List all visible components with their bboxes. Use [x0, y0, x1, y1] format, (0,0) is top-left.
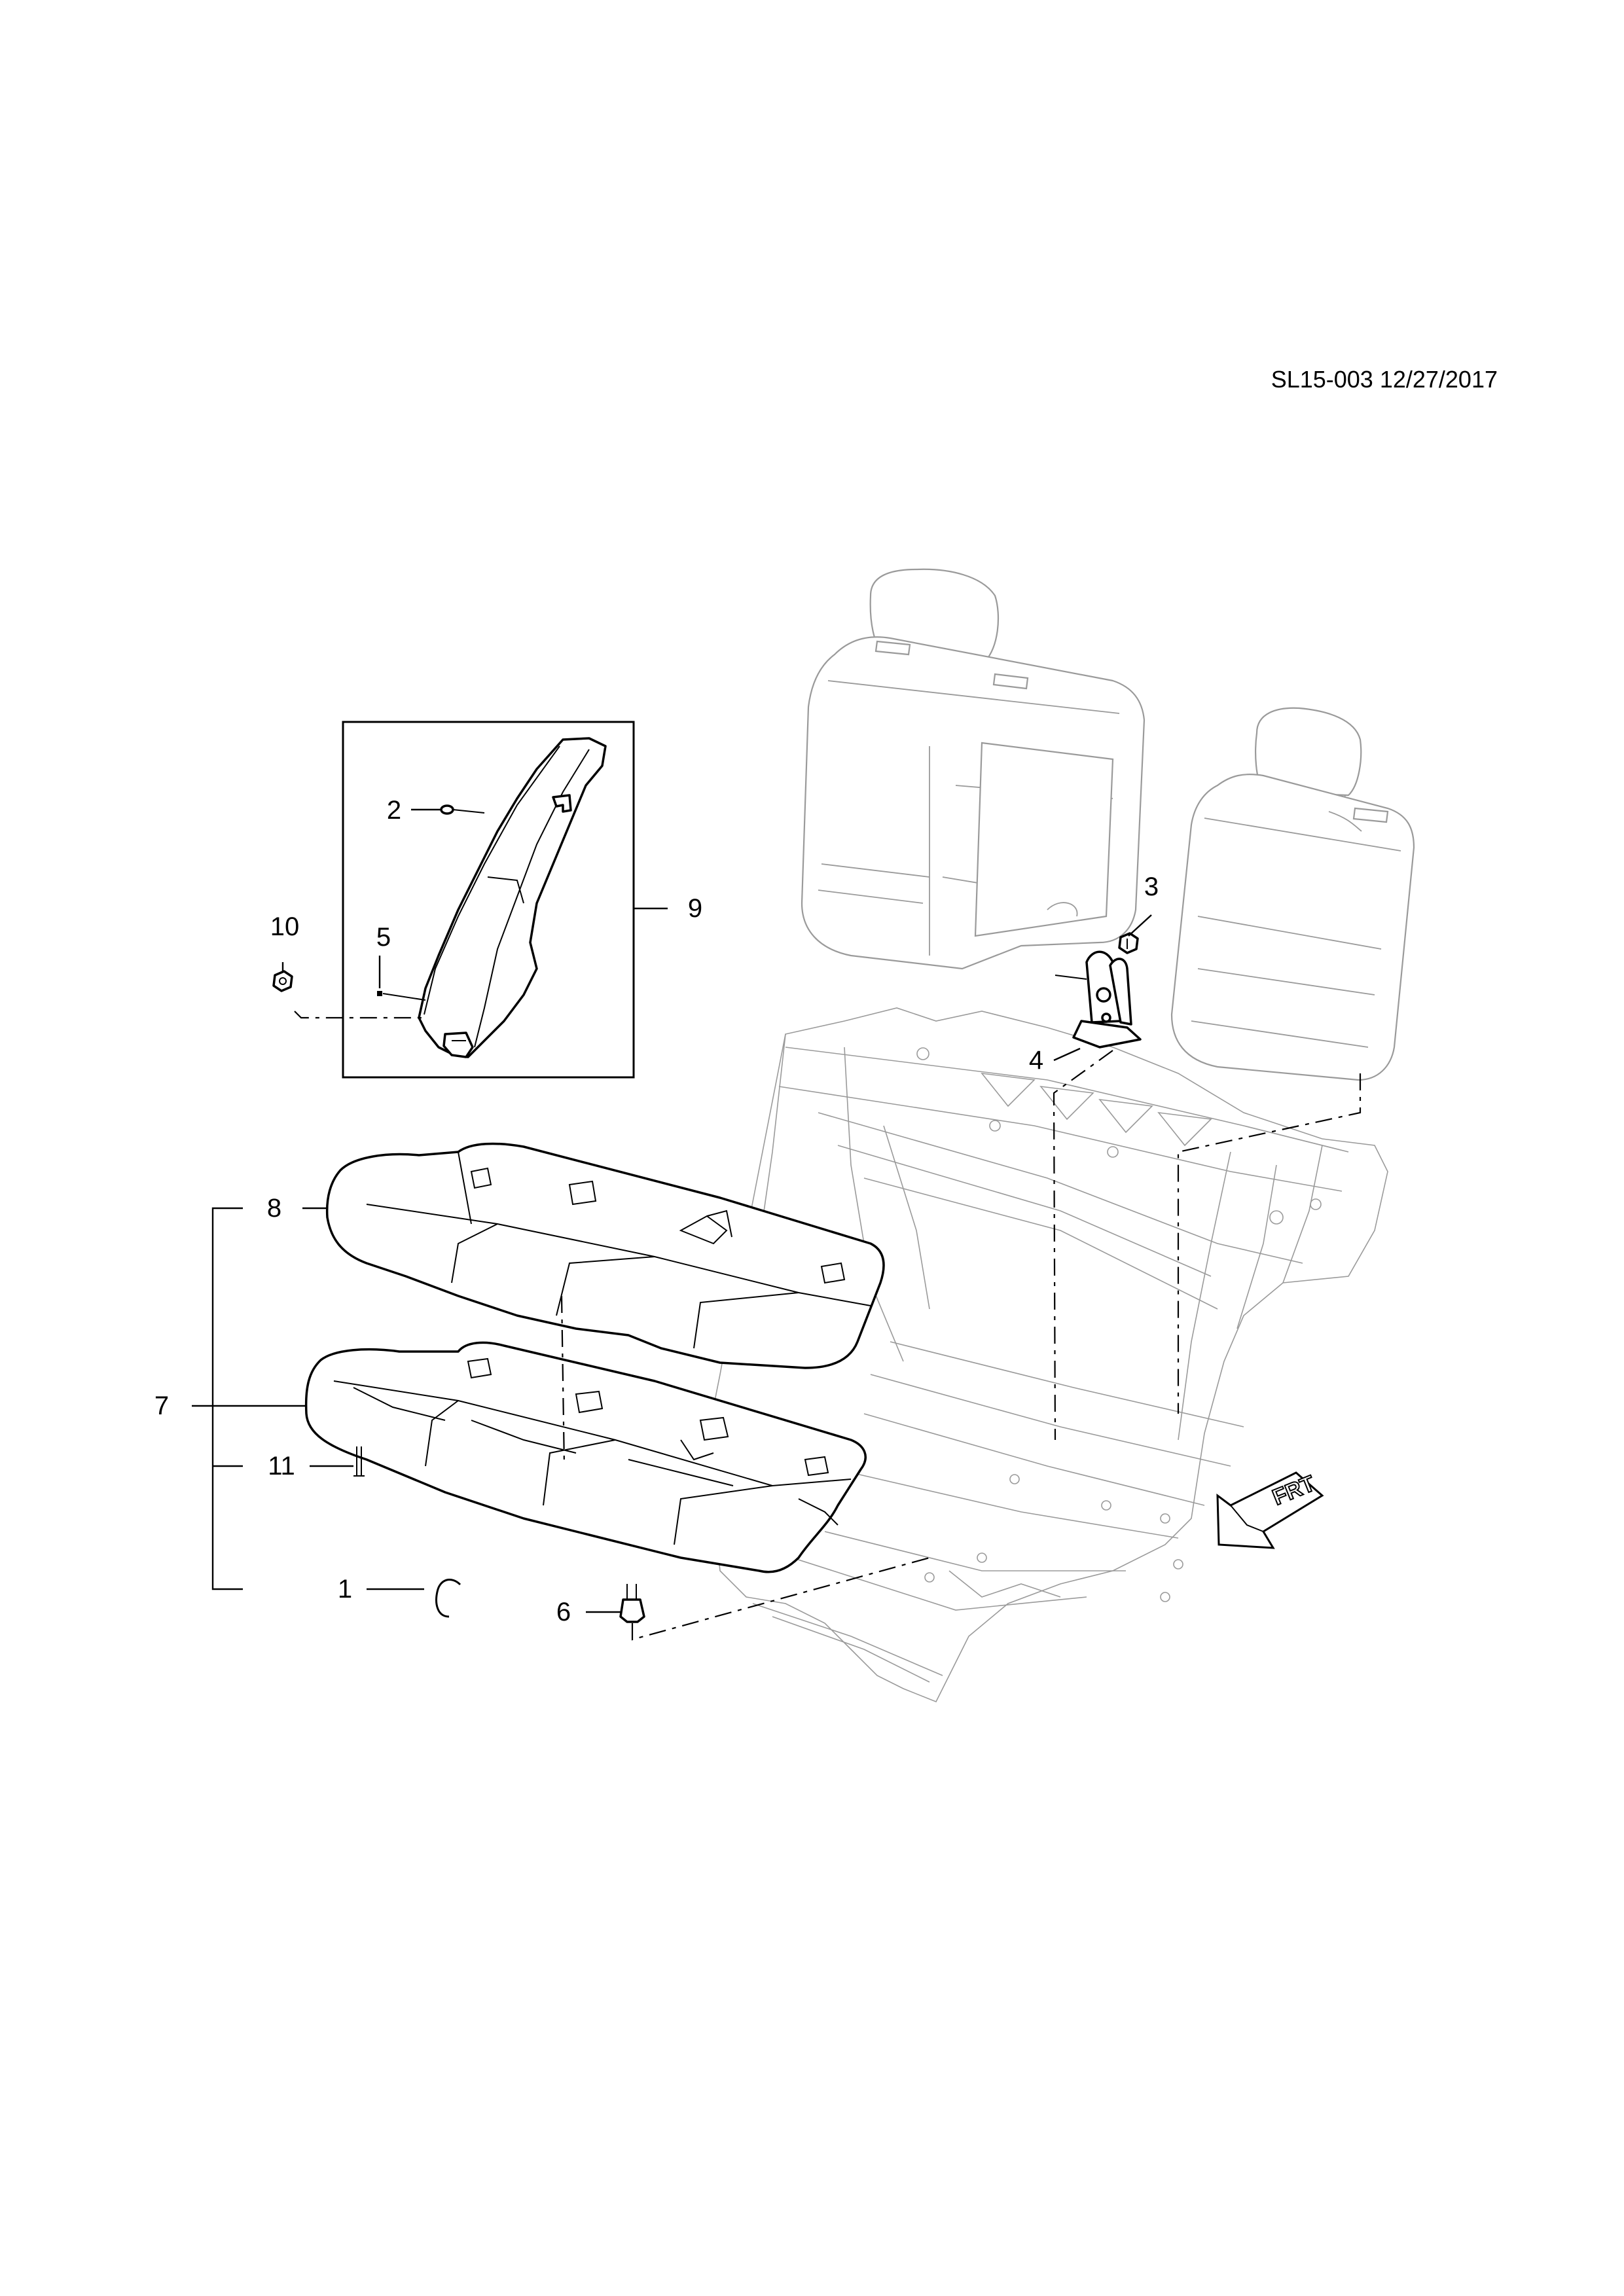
callout-9: 9 — [688, 894, 702, 923]
callout-5: 5 — [376, 923, 391, 952]
assembly-lines — [294, 1011, 1362, 1641]
cushion-stud — [353, 1446, 365, 1477]
bolster-clip — [440, 804, 485, 815]
bolster-detail-box — [342, 721, 635, 1079]
callout-labels: 1 2 3 4 5 6 7 8 9 10 11 — [154, 796, 1159, 1626]
stud-mark — [377, 991, 382, 996]
seat-back-hinge-bracket — [1055, 950, 1142, 1049]
callout-1: 1 — [338, 1575, 352, 1604]
callout-4: 4 — [1029, 1046, 1043, 1075]
bolster-stud — [377, 991, 426, 1001]
hinge-nut — [1118, 932, 1139, 954]
callout-7: 7 — [154, 1391, 169, 1420]
callout-10: 10 — [270, 912, 300, 941]
seat-back-left-ghost — [801, 568, 1146, 970]
drawing-code: SL15-003 12/27/2017 — [1271, 366, 1498, 393]
seat-cushion-pad — [325, 1142, 885, 1369]
seat-back-bolster — [418, 737, 607, 1058]
seat-cushion-frame — [304, 1341, 867, 1573]
cushion-hog-ring — [435, 1579, 461, 1618]
leader-lines — [192, 808, 1152, 1613]
callout-2: 2 — [387, 796, 401, 825]
cushion-retainer — [619, 1584, 645, 1623]
callout-3: 3 — [1144, 872, 1159, 901]
vehicle-floor-frame — [706, 1007, 1388, 1703]
arrow-icon — [1216, 1471, 1324, 1549]
seat-back-right-ghost — [1170, 707, 1415, 1081]
callout-6: 6 — [556, 1598, 571, 1626]
callout-11: 11 — [268, 1452, 295, 1480]
bolster-nut — [272, 970, 293, 992]
front-direction-arrow: FRT — [1216, 1470, 1324, 1549]
callout-8: 8 — [267, 1194, 281, 1223]
